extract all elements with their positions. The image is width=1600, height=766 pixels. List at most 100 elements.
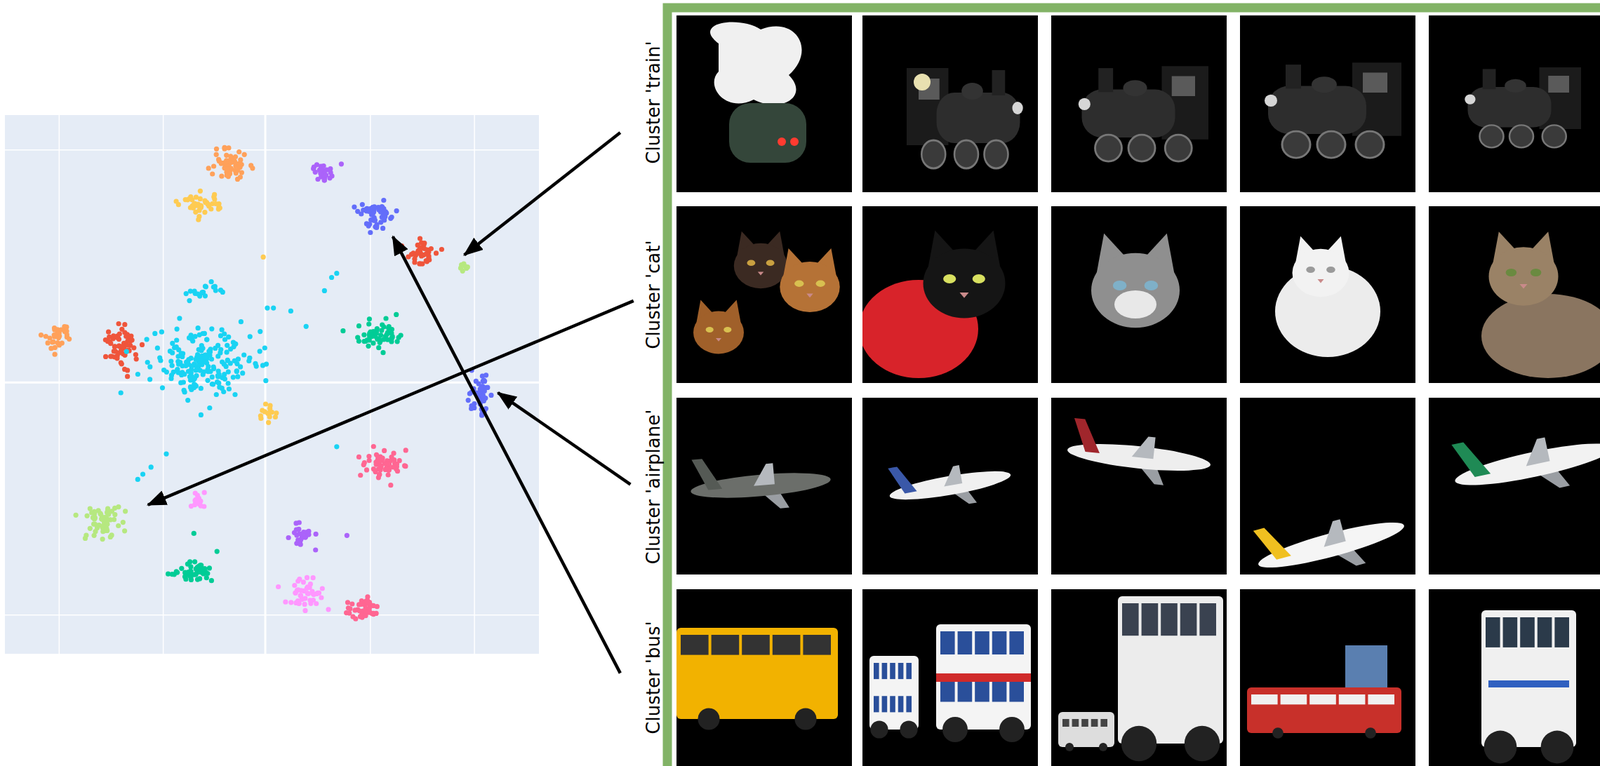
- scatter-point: [371, 444, 377, 450]
- train-dome: [1122, 80, 1147, 97]
- bus-window: [873, 696, 880, 713]
- scatter-point: [224, 350, 230, 356]
- airplane-tail: [1070, 418, 1104, 454]
- scatter-point: [188, 385, 193, 391]
- scatter-point: [183, 576, 189, 582]
- bus-window: [1141, 603, 1159, 636]
- cat-eye: [1505, 268, 1517, 277]
- scatter-point: [105, 506, 111, 512]
- scatter-point: [213, 201, 219, 207]
- scatter-point: [197, 368, 203, 374]
- cell-background: [862, 15, 1038, 193]
- scatter-point: [209, 171, 215, 177]
- image-cell: [1428, 15, 1600, 193]
- scatter-point: [133, 352, 139, 358]
- scatter-point: [467, 391, 473, 397]
- scatter-point: [483, 372, 489, 378]
- image-cell: [1051, 589, 1227, 766]
- scatter-point: [220, 289, 226, 295]
- scatter-point: [288, 308, 294, 314]
- scatter-point: [207, 405, 212, 411]
- scatter-point: [421, 242, 426, 248]
- scatter-point: [374, 331, 379, 337]
- cat-eye: [1112, 280, 1128, 291]
- bus-body: [869, 656, 919, 730]
- scatter-point: [222, 336, 228, 342]
- scatter-point: [112, 512, 118, 518]
- scatter-point: [298, 588, 304, 593]
- scatter-point: [211, 364, 217, 370]
- airplane-tail: [691, 457, 723, 492]
- scatter-point: [207, 565, 212, 571]
- scatter-point: [174, 198, 179, 204]
- scatter-point: [282, 600, 288, 605]
- scatter-point: [366, 454, 372, 459]
- airplane-picture: [1249, 492, 1412, 575]
- cat-eye: [1326, 266, 1336, 273]
- scatter-point: [214, 152, 219, 158]
- scatter-point: [376, 207, 382, 212]
- train-wheel: [984, 140, 1009, 169]
- scatter-point: [374, 452, 379, 458]
- bus-window: [898, 663, 904, 680]
- cell-background: [1051, 15, 1227, 193]
- scatter-point: [230, 374, 236, 380]
- train-wheel: [1317, 131, 1346, 158]
- scatter-point: [360, 207, 366, 213]
- scatter-point: [305, 591, 311, 597]
- train-boiler: [1082, 89, 1176, 138]
- bus-window: [974, 631, 990, 655]
- train-wheel: [1509, 124, 1534, 148]
- scatter-point: [362, 460, 368, 466]
- scatter-point: [82, 536, 88, 542]
- scatter-point: [120, 520, 126, 525]
- train-wheel: [921, 140, 946, 169]
- train-light: [777, 137, 786, 146]
- scatter-point: [135, 371, 141, 377]
- bus-window: [1503, 617, 1518, 648]
- scatter-point: [393, 312, 399, 318]
- scatter-point: [317, 167, 323, 173]
- scatter-point: [234, 368, 240, 374]
- scatter-point: [176, 362, 182, 368]
- bus-window: [873, 663, 880, 680]
- cat-eye: [794, 280, 804, 288]
- grid-line: [473, 115, 476, 655]
- cell-background: [676, 206, 852, 384]
- scatter-point: [148, 464, 154, 470]
- scatter-point: [192, 490, 198, 496]
- scatter-point: [291, 530, 297, 536]
- scatter-point: [364, 600, 370, 605]
- cat-head: [1292, 249, 1350, 297]
- image-cell: [1428, 206, 1600, 384]
- scatter-point: [355, 334, 360, 340]
- airplane-wing: [941, 465, 963, 487]
- bus-window: [940, 679, 956, 703]
- scatter-point: [370, 205, 376, 211]
- scatter-point: [215, 373, 221, 379]
- scatter-point: [367, 316, 372, 322]
- scatter-point: [334, 270, 339, 276]
- bus-window: [957, 631, 973, 655]
- scatter-point: [147, 364, 153, 370]
- bus-wheel: [999, 717, 1025, 743]
- scatter-point: [409, 251, 415, 257]
- scatter-point: [122, 322, 128, 328]
- bus-wheel: [870, 720, 888, 739]
- scatter-point: [235, 167, 240, 173]
- scatter-point: [209, 326, 215, 332]
- bus-window: [1199, 603, 1217, 636]
- scatter-point: [124, 367, 130, 373]
- scatter-point: [192, 559, 198, 565]
- scatter-point: [134, 356, 139, 362]
- scatter-point: [357, 608, 363, 614]
- scatter-point: [225, 381, 231, 386]
- scatter-point: [145, 360, 151, 365]
- scatter-point: [198, 385, 204, 391]
- bus-window: [1122, 603, 1139, 636]
- scatter-point: [222, 146, 228, 152]
- scatter-point: [249, 165, 255, 171]
- scatter-point: [295, 537, 301, 543]
- scatter-point: [383, 315, 389, 321]
- scatter-point: [206, 165, 212, 171]
